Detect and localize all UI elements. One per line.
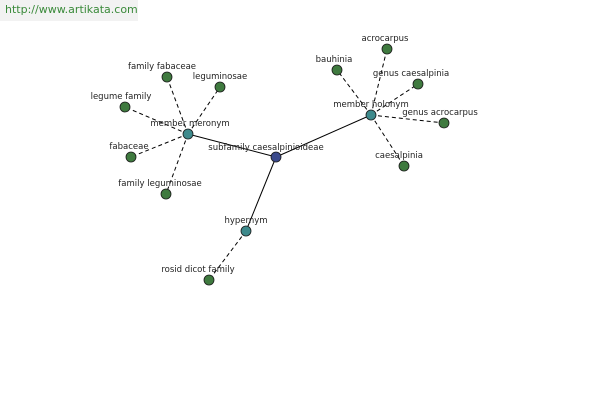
node-label-center: subfamily caesalpinioideae bbox=[208, 143, 323, 153]
node-bauhinia[interactable] bbox=[331, 64, 343, 76]
edge-meronym-to-fam-fabaceae bbox=[166, 76, 189, 135]
node-label-fam-leguminosae: family leguminosae bbox=[118, 179, 201, 189]
edge-holonym-to-acrocarpus bbox=[370, 48, 388, 116]
node-fam-fabaceae[interactable] bbox=[161, 71, 173, 83]
edge-center-to-holonym bbox=[275, 114, 372, 158]
node-fabaceae[interactable] bbox=[125, 151, 137, 163]
edge-meronym-to-leguminosae bbox=[187, 86, 221, 135]
node-label-fam-fabaceae: family fabaceae bbox=[128, 62, 196, 72]
node-caesalpinia[interactable] bbox=[398, 160, 410, 172]
node-leguminosae[interactable] bbox=[214, 81, 226, 93]
node-holonym[interactable] bbox=[365, 109, 377, 121]
node-label-fabaceae: fabaceae bbox=[109, 142, 148, 152]
node-label-hypernym: hypernym bbox=[224, 216, 267, 226]
node-fam-leguminosae[interactable] bbox=[160, 188, 172, 200]
node-label-acrocarpus: acrocarpus bbox=[362, 34, 410, 44]
edge-meronym-to-fam-leguminosae bbox=[165, 133, 189, 195]
node-legume-family[interactable] bbox=[119, 101, 131, 113]
watermark-url: http://www.artikata.com bbox=[0, 0, 138, 21]
edge-meronym-to-fabaceae bbox=[130, 133, 189, 158]
node-label-rosid: rosid dicot family bbox=[161, 265, 234, 275]
node-rosid[interactable] bbox=[203, 274, 215, 286]
node-label-leguminosae: leguminosae bbox=[193, 72, 247, 82]
edge-holonym-to-caesalpinia bbox=[370, 114, 405, 167]
node-label-bauhinia: bauhinia bbox=[316, 55, 353, 65]
edge-holonym-to-genus-acrocarpus bbox=[370, 114, 445, 124]
labels-layer: subfamily caesalpinioideae member meronym… bbox=[91, 34, 479, 275]
edge-meronym-to-legume-family bbox=[124, 106, 189, 135]
edges-layer bbox=[124, 48, 445, 281]
node-label-caesalpinia: caesalpinia bbox=[375, 151, 423, 161]
node-meronym[interactable] bbox=[182, 128, 194, 140]
node-center[interactable] bbox=[270, 151, 282, 163]
edge-holonym-to-bauhinia bbox=[336, 69, 372, 116]
node-label-genus-acrocarpus: genus acrocarpus bbox=[402, 108, 478, 118]
node-hypernym[interactable] bbox=[240, 225, 252, 237]
edge-center-to-meronym bbox=[187, 133, 277, 158]
node-label-legume-family: legume family bbox=[91, 92, 152, 102]
node-genus-acrocarpus[interactable] bbox=[438, 117, 450, 129]
node-label-meronym: member meronym bbox=[150, 119, 229, 129]
edge-hypernym-to-rosid bbox=[208, 230, 247, 281]
node-acrocarpus[interactable] bbox=[381, 43, 393, 55]
edge-center-to-hypernym bbox=[245, 156, 277, 232]
node-label-genus-caesalpinia: genus caesalpinia bbox=[373, 69, 449, 79]
edge-holonym-to-genus-caesalpinia bbox=[370, 83, 419, 116]
nodes-layer bbox=[119, 43, 450, 286]
node-label-holonym: member holonym bbox=[333, 100, 408, 110]
node-genus-caesalpinia[interactable] bbox=[412, 78, 424, 90]
